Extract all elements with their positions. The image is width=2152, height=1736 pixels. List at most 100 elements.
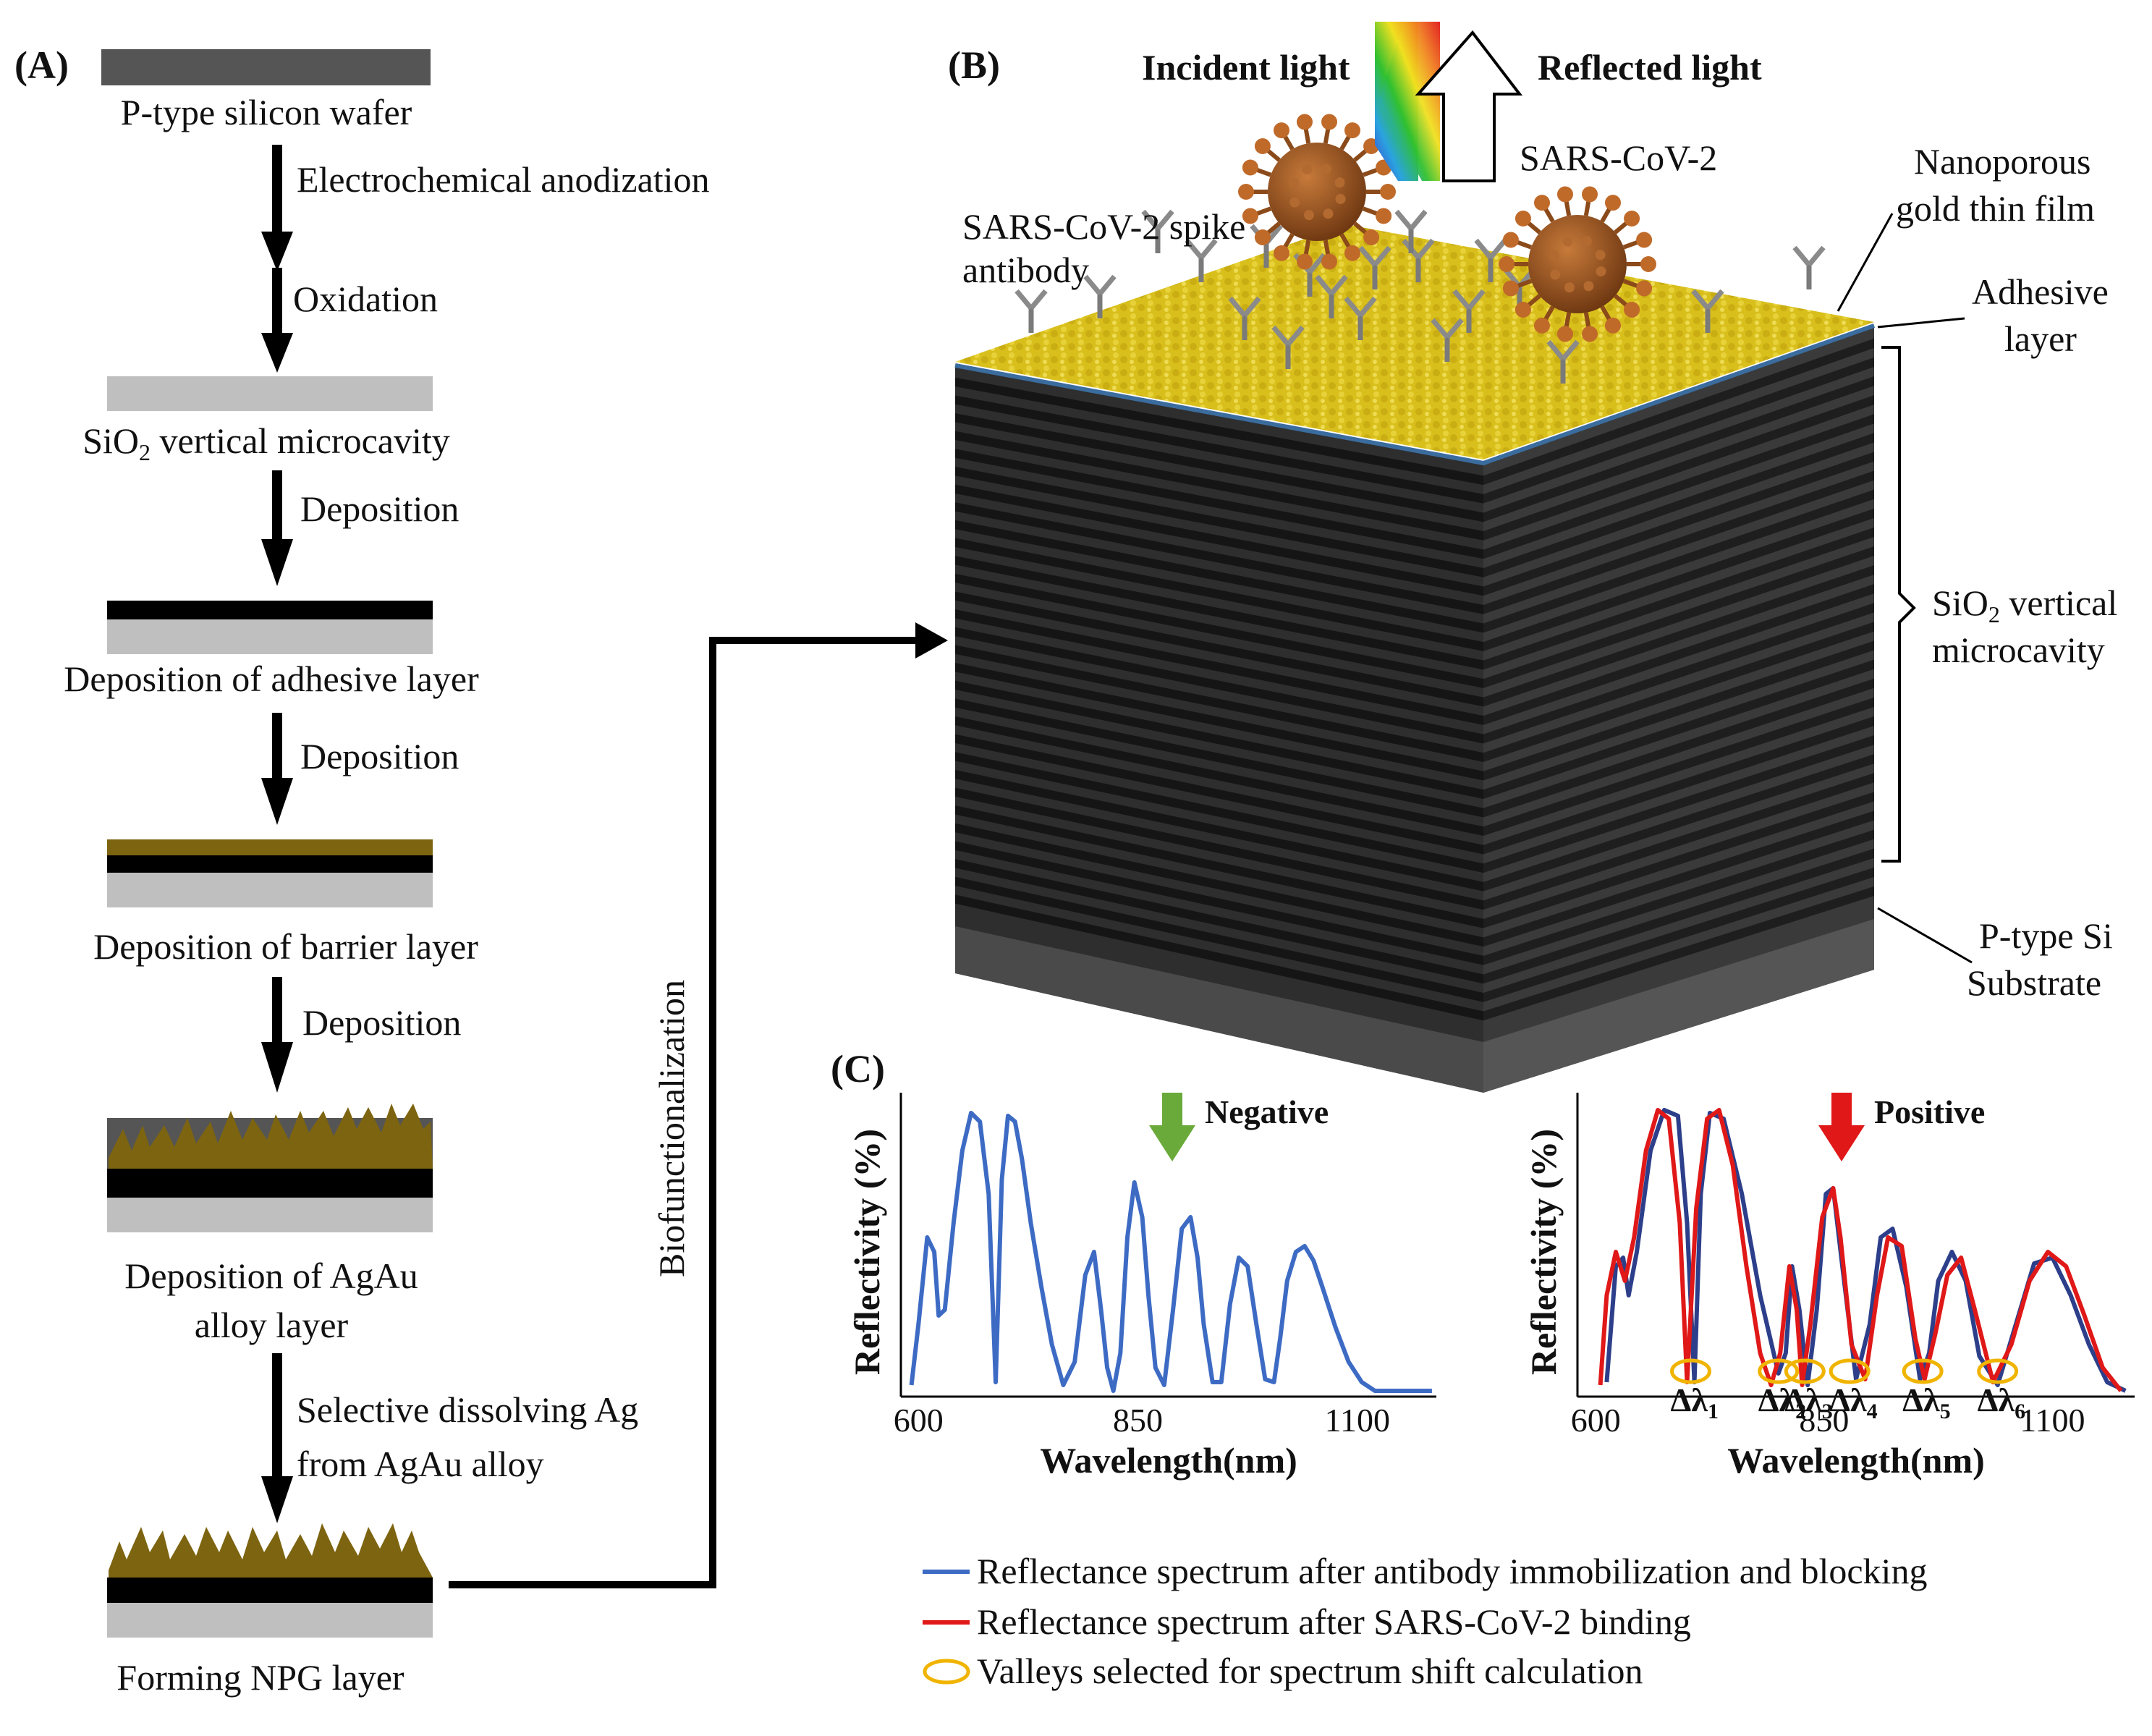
- antibody: [1344, 296, 1377, 340]
- legend-label-valley: Valleys selected for spectrum shift calc…: [977, 1651, 1643, 1691]
- stripe-front: [955, 841, 1483, 965]
- microcavity-label-line2: microcavity: [1932, 630, 2105, 670]
- annotation-label: Positive: [1874, 1093, 1985, 1130]
- valley-label: Δλ4: [1829, 1381, 1877, 1423]
- valley-marker: [1977, 1358, 2019, 1384]
- stripe-front: [955, 573, 1483, 688]
- npg-label-line1: Nanoporous: [1914, 141, 2090, 182]
- valley-marker: [1670, 1358, 1712, 1384]
- step-5-label-line2: alloy layer: [195, 1305, 349, 1345]
- valley-label: Δλ1: [1671, 1381, 1719, 1423]
- stripe-front: [955, 894, 1483, 1021]
- sio2-layer: [107, 376, 433, 411]
- step-6-label: Forming NPG layer: [117, 1657, 404, 1698]
- adhesive-layer: [107, 601, 433, 619]
- process-label-4: Deposition: [300, 736, 459, 776]
- stripe-side: [1483, 659, 1874, 799]
- sars-cov-2-particles: [1238, 114, 1656, 342]
- antibody: [1228, 296, 1261, 340]
- stripe-front: [955, 734, 1483, 855]
- connector-arrowhead: [915, 622, 948, 659]
- stripe-front: [955, 377, 1483, 486]
- process-arrow-6: [261, 1353, 293, 1523]
- legend-label-red: Reflectance spectrum after SARS-CoV-2 bi…: [977, 1601, 1691, 1642]
- valley-label: Δλ2: [1758, 1381, 1806, 1423]
- valley-marker: [1902, 1358, 1944, 1384]
- stripe-front: [955, 698, 1483, 818]
- process-label-2: Oxidation: [293, 279, 438, 319]
- x-tick-label: 850: [1113, 1402, 1163, 1439]
- adhesive-label-line2: layer: [2004, 318, 2077, 359]
- incident-light-gradient: [1378, 22, 1440, 181]
- stripe-front: [955, 395, 1483, 504]
- stripe-front: [955, 876, 1483, 1002]
- microcavity-stripes: [955, 338, 1874, 1021]
- antibody: [1792, 245, 1826, 289]
- stripe-side: [1483, 603, 1874, 744]
- stripe-side: [1483, 773, 1874, 910]
- stripe-front: [955, 484, 1483, 596]
- x-tick-label: 1100: [1325, 1402, 1390, 1439]
- x-tick-label: 850: [1799, 1402, 1849, 1439]
- adhesive-leader-line: [1877, 317, 1965, 329]
- antibody: [1315, 274, 1348, 318]
- antibody: [1358, 245, 1391, 289]
- stripe-front: [955, 663, 1483, 781]
- virus: [1238, 114, 1396, 270]
- microcavity-label-line1: SiO2 vertical: [1932, 583, 2117, 627]
- antibody: [1452, 289, 1486, 333]
- panel-c-label: (C): [831, 1047, 885, 1091]
- stripe-front: [955, 787, 1483, 910]
- stripe-front: [955, 645, 1483, 762]
- antibody: [1141, 209, 1174, 253]
- antibody: [1691, 289, 1724, 333]
- adhesive-layer-3: [107, 1169, 433, 1198]
- adhesive-blue-line: [954, 323, 1875, 466]
- process-arrow-3: [261, 470, 293, 586]
- legend-swatch-valley: [923, 1659, 970, 1685]
- stripe-front: [955, 716, 1483, 837]
- process-label-3: Deposition: [300, 488, 459, 529]
- stripe-side: [1483, 414, 1874, 559]
- stripe-front: [955, 538, 1483, 651]
- npg-texture: [109, 1523, 433, 1578]
- stripe-side: [1483, 357, 1874, 504]
- x-axis-label: Wavelength(nm): [1727, 1440, 1985, 1481]
- biofunctionalization-label: Biofunctionalization: [651, 980, 692, 1277]
- sio2-under-alloy: [107, 1198, 433, 1232]
- antibody: [1431, 318, 1464, 362]
- antibody: [1394, 209, 1428, 253]
- stripe-side: [1483, 829, 1874, 965]
- process-arrow-5: [261, 977, 293, 1093]
- series-line: [909, 1111, 1432, 1393]
- stripe-side: [1483, 338, 1874, 486]
- stripe-front: [955, 627, 1483, 744]
- process-arrow-4: [261, 713, 293, 825]
- substrate-label-line2: Substrate: [1967, 962, 2101, 1003]
- stripe-side: [1483, 376, 1874, 522]
- stripe-side: [1483, 640, 1874, 781]
- stripe-side: [1483, 716, 1874, 855]
- reflected-light-label: Reflected light: [1538, 47, 1762, 88]
- antibody-label-line1: SARS-CoV-2 spike: [962, 206, 1245, 247]
- annotation-arrow-shaft: [1831, 1093, 1852, 1125]
- reflected-light-arrow: [1415, 30, 1523, 182]
- legend-label-blue: Reflectance spectrum after antibody immo…: [977, 1551, 1927, 1591]
- stripe-front: [955, 752, 1483, 873]
- stripe-side: [1483, 527, 1874, 670]
- step-1-label: P-type silicon wafer: [121, 92, 412, 132]
- antibody: [1014, 289, 1048, 333]
- y-axis-label: Reflectivity (%): [1523, 1129, 1564, 1375]
- stripe-side: [1483, 452, 1874, 596]
- panel-b-label: (B): [948, 43, 1000, 87]
- series-line: [1604, 1108, 2127, 1393]
- antibodies: [1014, 209, 1826, 384]
- adhesive-label-line1: Adhesive: [1972, 271, 2109, 312]
- microcavity-bracket: [1881, 346, 1916, 863]
- virus: [1499, 186, 1656, 342]
- process-label-6-line1: Selective dissolving Ag: [297, 1389, 638, 1430]
- stripe-front: [955, 769, 1483, 892]
